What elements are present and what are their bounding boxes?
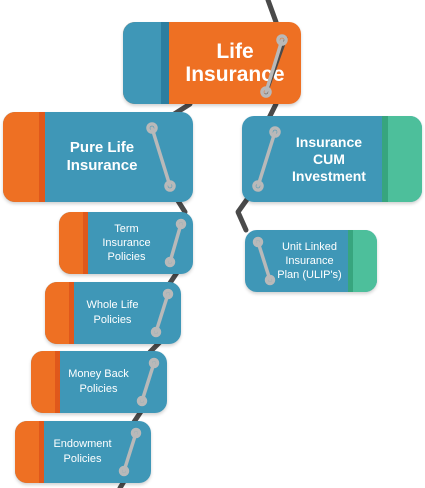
node-label: Endowment Policies xyxy=(44,421,121,483)
node-label: Term Insurance Policies xyxy=(88,212,165,274)
node-term-insurance-policies-text: Term Insurance Policies xyxy=(102,223,151,263)
node-tab xyxy=(45,282,69,344)
node-tab xyxy=(59,212,83,274)
node-tab-shade xyxy=(83,212,88,274)
node-life-insurance-text: Life Insurance xyxy=(185,40,285,86)
node-life-insurance: Life Insurance xyxy=(123,22,301,104)
node-tab xyxy=(3,112,39,202)
node-tab xyxy=(388,116,422,202)
connector-cum-ulip xyxy=(235,195,251,233)
node-label: Money Back Policies xyxy=(60,351,137,413)
node-label: Whole Life Policies xyxy=(74,282,151,344)
node-insurance-cum-investment-text: Insurance CUM Investment xyxy=(292,133,366,184)
node-label: Insurance CUM Investment xyxy=(276,116,382,202)
node-tab-shade xyxy=(39,112,45,202)
node-tab-shade xyxy=(161,22,169,104)
node-tab xyxy=(31,351,55,413)
node-tab-shade xyxy=(69,282,74,344)
node-insurance-cum-investment: Insurance CUM Investment xyxy=(242,116,422,202)
node-money-back-policies-text: Money Back Policies xyxy=(68,368,129,395)
node-tab xyxy=(15,421,39,483)
node-pure-life-insurance-text: Pure Life Insurance xyxy=(66,139,138,174)
node-whole-life-policies-text: Whole Life Policies xyxy=(86,299,139,326)
node-tab-shade xyxy=(39,421,44,483)
node-ulip: Unit Linked Insurance Plan (ULIP's) xyxy=(245,230,377,292)
node-endowment-policies: Endowment Policies xyxy=(15,421,151,483)
connector-top xyxy=(265,0,279,25)
node-pure-life-insurance: Pure Life Insurance xyxy=(3,112,193,202)
node-term-insurance-policies: Term Insurance Policies xyxy=(59,212,193,274)
node-tab xyxy=(123,22,161,104)
node-ulip-text: Unit Linked Insurance Plan (ULIP's) xyxy=(277,241,342,281)
node-label: Unit Linked Insurance Plan (ULIP's) xyxy=(271,230,348,292)
node-label: Life Insurance xyxy=(169,22,301,104)
node-tab xyxy=(353,230,377,292)
node-tab-shade xyxy=(55,351,60,413)
node-whole-life-policies: Whole Life Policies xyxy=(45,282,181,344)
node-money-back-policies: Money Back Policies xyxy=(31,351,167,413)
node-tab-shade xyxy=(382,116,388,202)
node-label: Pure Life Insurance xyxy=(45,112,159,202)
node-endowment-policies-text: Endowment Policies xyxy=(53,438,112,465)
node-tab-shade xyxy=(348,230,353,292)
